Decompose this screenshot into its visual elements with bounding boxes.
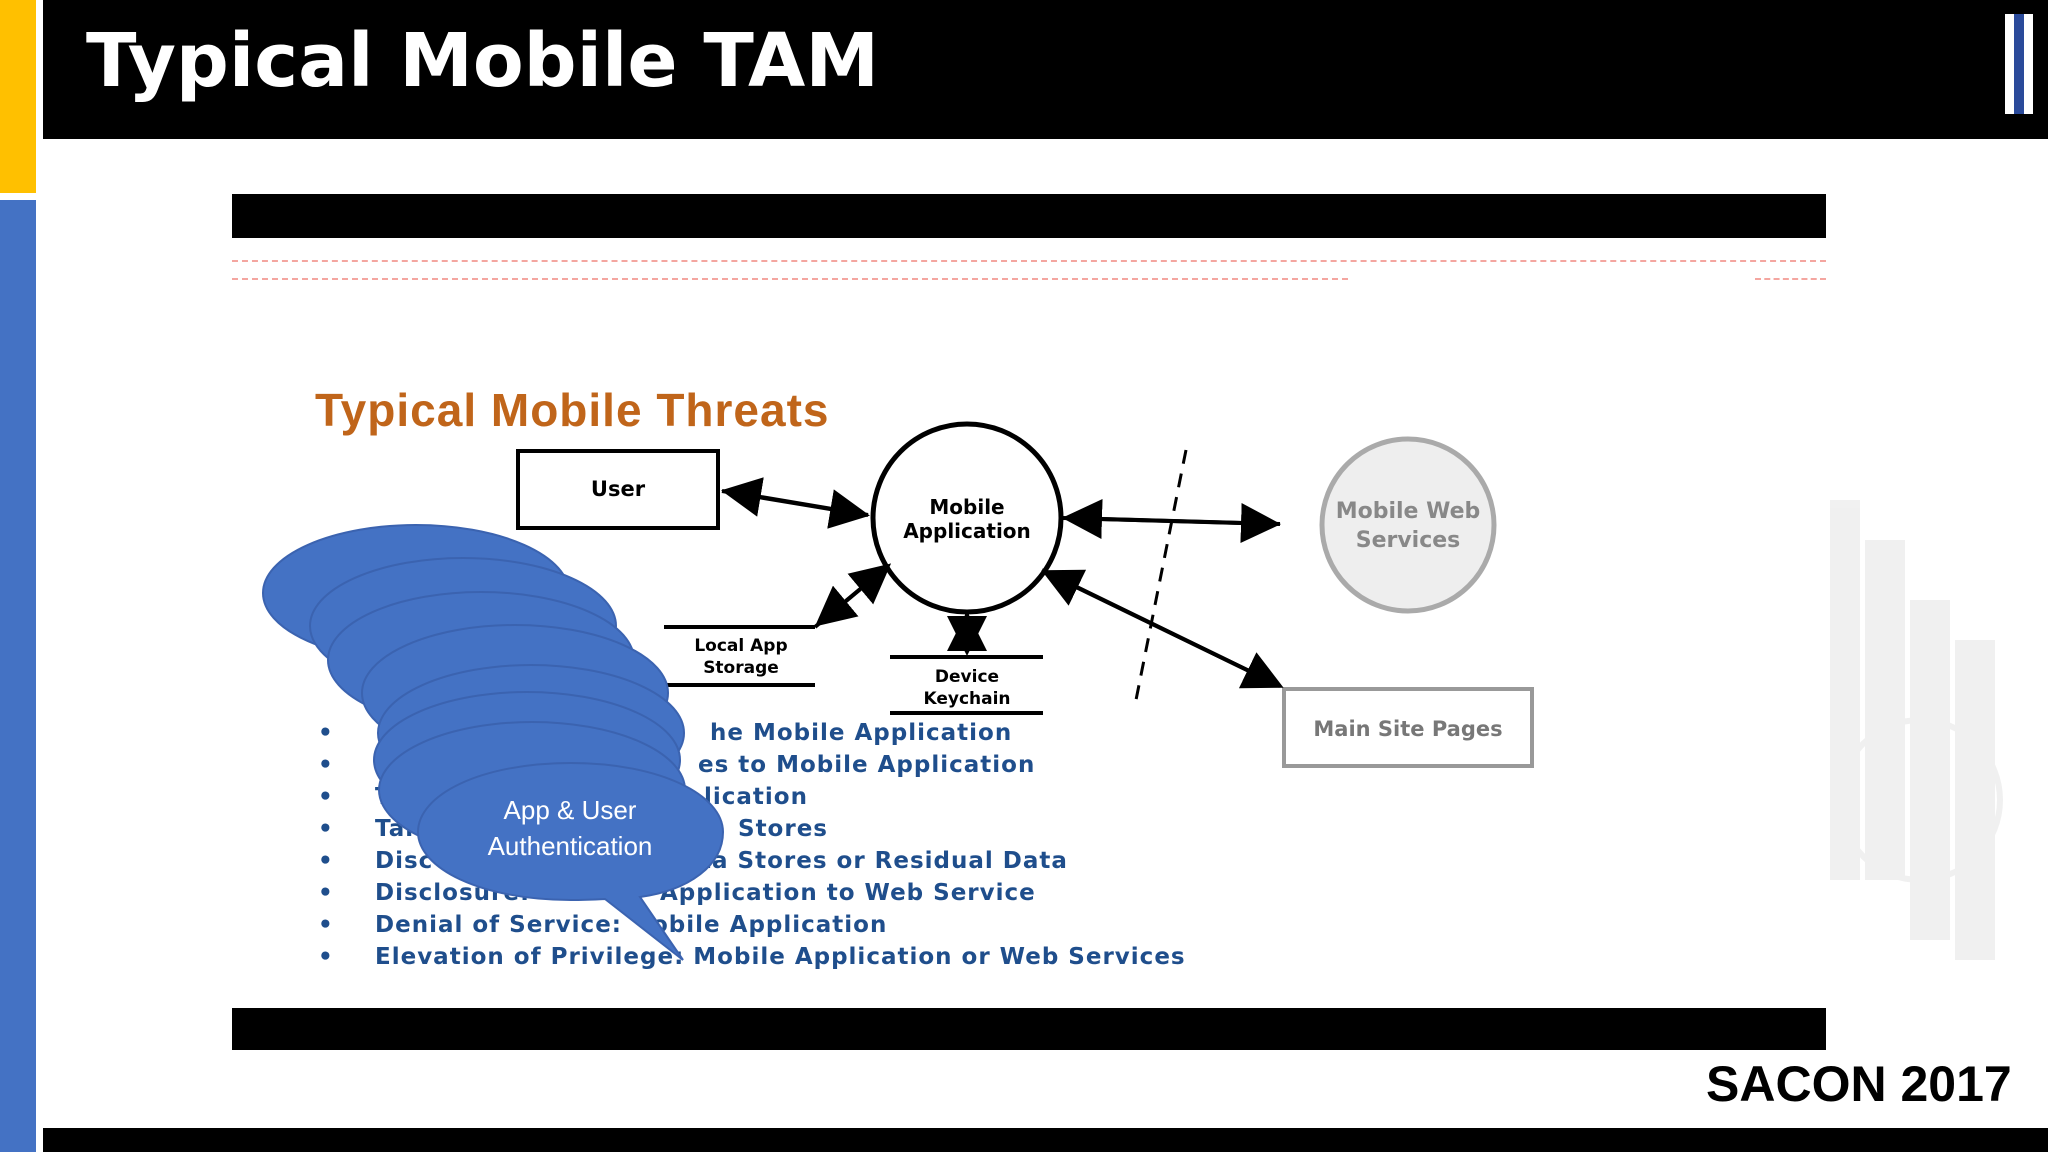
callout-label: App & User Authentication [420, 792, 720, 864]
footer-brand: SACON 2017 [1706, 1056, 2012, 1112]
threat-item: he Mobile Application [318, 720, 1186, 752]
threat-suffix: lication [704, 784, 808, 810]
threat-suffix: ta Stores or Residual Data [700, 848, 1068, 874]
threat-item: Tlication [318, 784, 1186, 816]
local-storage-label-line1: Local App [694, 636, 787, 656]
main-site-pages-label: Main Site Pages [1313, 717, 1502, 741]
accent-bar-yellow [0, 0, 36, 193]
threat-list: he Mobile Application es to Mobile Appli… [318, 720, 1186, 976]
logo-icon [2005, 14, 2033, 114]
threat-item: Elevation of Privilege: Mobile Applicati… [318, 944, 1186, 976]
title-bar [43, 0, 2048, 139]
embedded-slide-top-bar [232, 194, 1826, 238]
threat-item: Disc ta Stores or Residual Data [318, 848, 1186, 880]
threat-prefix: Denial of Service: [375, 912, 622, 938]
slide-title: Typical Mobile TAM [86, 18, 879, 104]
embedded-slide-title: Typical Mobile Threats [315, 384, 830, 436]
callout-label-line2: Authentication [487, 831, 653, 861]
threat-item: es to Mobile Application [318, 752, 1186, 784]
threat-suffix: Application to Web Service [660, 880, 1036, 906]
accent-bar-blue [0, 200, 36, 1152]
local-storage-label-line2: Storage [703, 658, 779, 678]
divider-dashed [1755, 278, 1826, 280]
mobile-web-services-node [1319, 436, 1497, 614]
divider-dashed [232, 278, 1348, 280]
threat-suffix: obile Application [652, 912, 888, 938]
mobile-web-services-label-line2: Services [1356, 528, 1461, 553]
user-node [516, 449, 720, 530]
mobile-web-services-label-line1: Mobile Web [1336, 499, 1481, 524]
trust-boundary [1134, 449, 1188, 701]
embedded-slide-bottom-bar [232, 1008, 1826, 1050]
bottom-bar [43, 1128, 2048, 1152]
threat-item: Denial of Service: obile Application [318, 912, 1186, 944]
divider-dashed [232, 260, 1826, 262]
main-site-pages-node [1282, 687, 1534, 768]
mobile-application-label-line2: Application [903, 519, 1031, 543]
city-watermark [1830, 500, 2003, 960]
accent-bar-gap [0, 193, 36, 200]
user-label: User [591, 477, 646, 501]
threat-suffix: Stores [738, 816, 828, 842]
callout-bubble-main [416, 761, 725, 961]
device-keychain-label-line1: Device [935, 667, 999, 687]
device-keychain-label-line2: Keychain [923, 689, 1010, 709]
threat-prefix: Disc [375, 848, 434, 874]
callout-label-line1: App & User [503, 795, 637, 825]
mobile-application-label-line1: Mobile [929, 495, 1004, 519]
